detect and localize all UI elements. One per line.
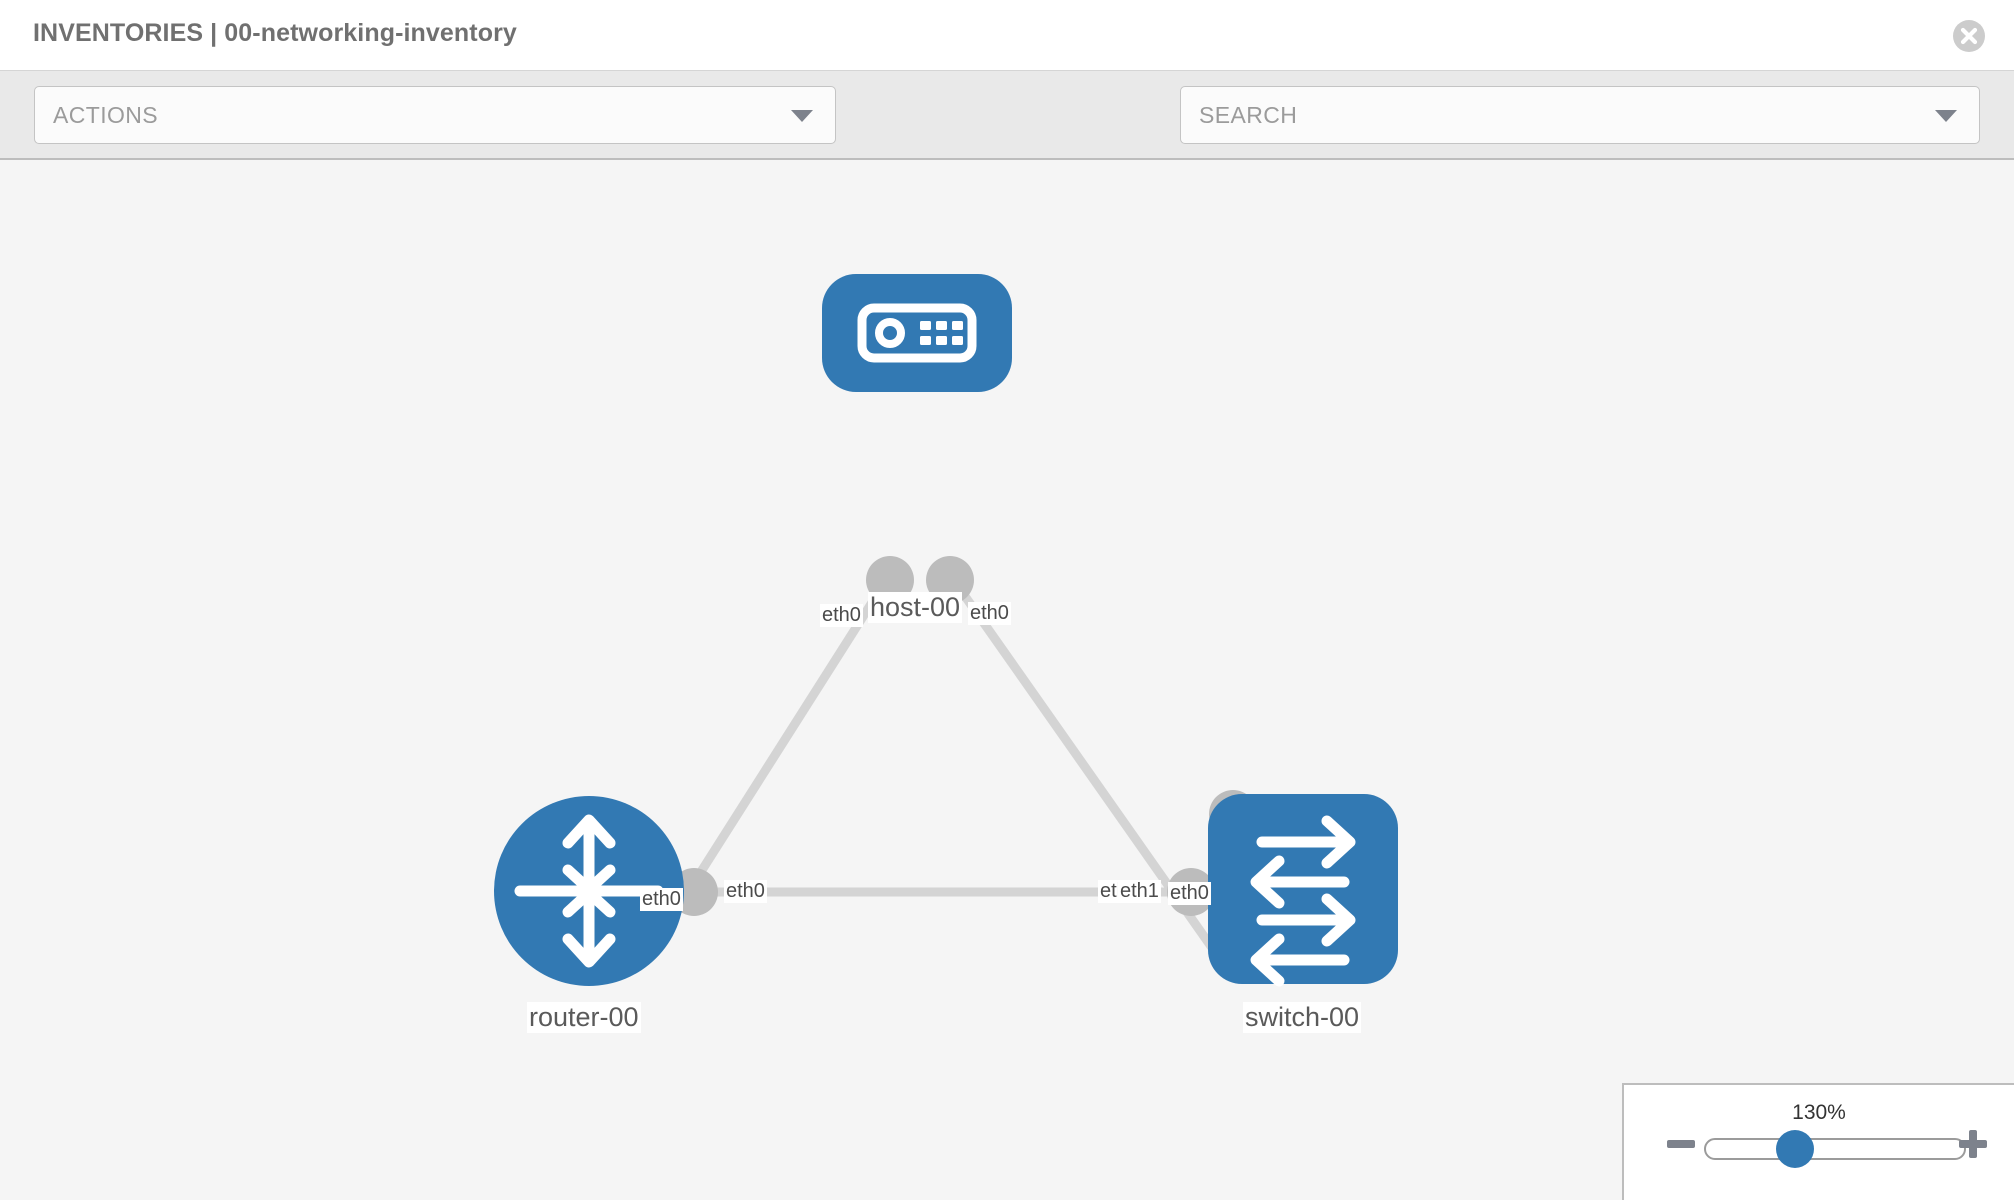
node-host-00 xyxy=(822,274,1012,392)
router-arrows-icon xyxy=(514,814,664,968)
server-icon xyxy=(857,303,977,363)
zoom-slider-thumb[interactable] xyxy=(1776,1130,1814,1168)
toolbar: ACTIONS SEARCH xyxy=(0,70,2014,203)
chevron-down-icon xyxy=(1935,110,1957,122)
interface-endpoints xyxy=(670,556,1257,916)
iface-label: eth0 xyxy=(724,880,767,903)
switch-arrows-icon xyxy=(1250,815,1356,987)
page-title: INVENTORIES | 00-networking-inventory xyxy=(33,19,517,47)
zoom-level-label: 130% xyxy=(1792,1101,1846,1124)
actions-dropdown-label: ACTIONS xyxy=(53,102,159,128)
topology-graph xyxy=(494,274,1398,987)
node-label-router: router-00 xyxy=(527,1002,641,1033)
topology-canvas[interactable]: eth0 eth0 eth0 eth0 eth0 etl eth1 host-0… xyxy=(0,162,2014,1200)
node-label-host: host-00 xyxy=(868,592,963,623)
search-placeholder: SEARCH xyxy=(1199,102,1298,128)
zoom-control-panel: 130% xyxy=(1622,1083,2014,1200)
node-label-switch: switch-00 xyxy=(1243,1002,1362,1033)
search-input[interactable]: SEARCH xyxy=(1180,86,1980,144)
node-router-00 xyxy=(494,796,684,986)
iface-label: etl xyxy=(1098,880,1124,903)
iface-label: eth0 xyxy=(1168,882,1211,905)
iface-label: eth0 xyxy=(640,888,683,911)
iface-label: eth0 xyxy=(820,604,863,627)
zoom-slider[interactable] xyxy=(1704,1138,1966,1160)
page-header: INVENTORIES | 00-networking-inventory xyxy=(0,0,2014,70)
chevron-down-icon xyxy=(791,110,813,122)
iface-label: eth0 xyxy=(968,602,1011,625)
plus-icon[interactable] xyxy=(1956,1127,1990,1161)
node-switch-00 xyxy=(1208,794,1398,987)
iface-label: eth1 xyxy=(1118,880,1161,903)
actions-dropdown[interactable]: ACTIONS xyxy=(34,86,836,144)
close-icon[interactable] xyxy=(1953,20,1985,52)
minus-icon[interactable] xyxy=(1664,1127,1698,1161)
